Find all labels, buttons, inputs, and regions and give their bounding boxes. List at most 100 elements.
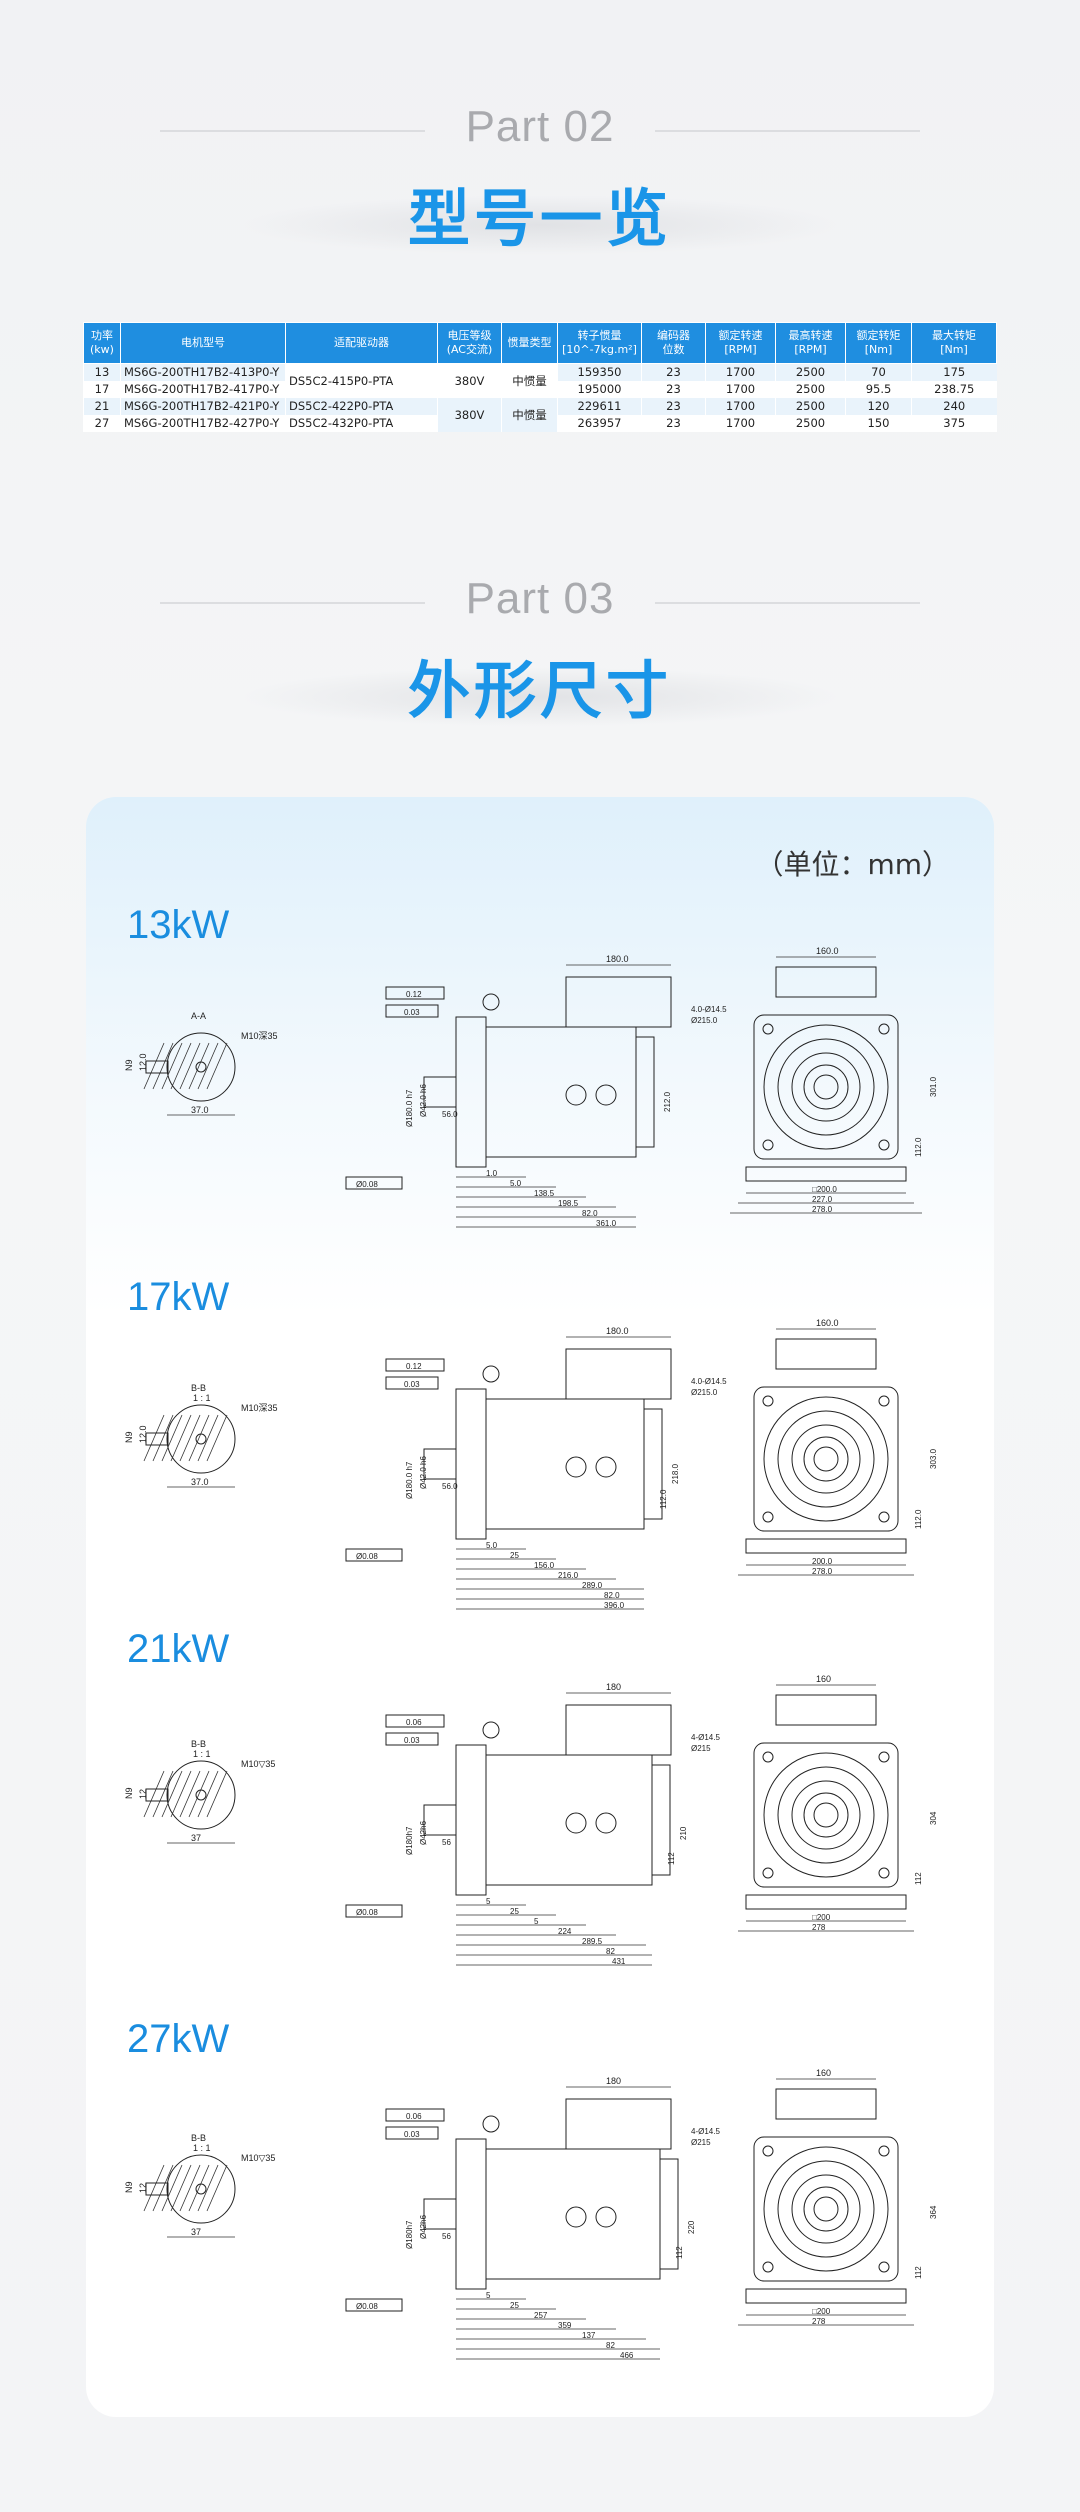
mount-hole xyxy=(878,1867,890,1879)
flange-label: Ø180h7 xyxy=(405,1826,414,1855)
base-width-label: 227.0 xyxy=(812,1195,833,1204)
box-width-label: 180.0 xyxy=(606,1326,629,1336)
key-width-label: 12 xyxy=(138,2183,148,2193)
foot-height-label: 112 xyxy=(914,1872,923,1885)
tolerance-label: 0.03 xyxy=(404,2130,420,2139)
hatch-line xyxy=(161,1042,183,1090)
cell-encoder: 23 xyxy=(641,398,706,415)
flange-square xyxy=(753,1386,899,1532)
mount-hole xyxy=(878,1139,890,1151)
length-label: 156.0 xyxy=(534,1561,555,1570)
model-power-title: 27kW xyxy=(127,2017,230,2061)
flange xyxy=(455,1016,487,1168)
cell-voltage: 380V xyxy=(437,398,502,432)
tolerance-frame xyxy=(385,1376,439,1390)
part3-title: 外形尺寸 xyxy=(407,654,672,727)
length-label: 396.0 xyxy=(604,1601,625,1610)
base-plate xyxy=(745,1166,907,1182)
concentric-ring xyxy=(777,2160,875,2258)
length-label: 5.0 xyxy=(486,1541,498,1550)
tolerance-frame xyxy=(385,2108,445,2122)
flange-square xyxy=(753,1014,899,1160)
length-label: 5 xyxy=(534,1917,539,1926)
base-width-label: □200 xyxy=(812,2307,831,2316)
hatch-line xyxy=(179,1042,201,1090)
flange-label: Ø180h7 xyxy=(405,2220,414,2249)
hatch-line xyxy=(170,2164,192,2212)
th-max-speed: 最高转速[RPM] xyxy=(775,322,846,364)
tolerance-frame xyxy=(385,1714,445,1728)
length-label: 138.5 xyxy=(534,1189,555,1198)
cell-driver: DS5C2-422P0-PTA xyxy=(285,398,438,415)
rear-cover xyxy=(635,1036,655,1148)
terminal-box-front xyxy=(775,1338,877,1370)
flange xyxy=(455,1388,487,1540)
key-label: N9 xyxy=(124,1431,134,1443)
concentric-ring xyxy=(791,1424,861,1494)
base-plate xyxy=(745,2288,907,2304)
model-power-title: 21kW xyxy=(127,1627,230,1671)
connector-circle xyxy=(565,2206,587,2228)
th-rated-speed: 额定转速[RPM] xyxy=(705,322,776,364)
cell-inertia-type: 中惯量 xyxy=(501,363,558,398)
flange xyxy=(455,2138,487,2290)
mount-hole xyxy=(762,1023,774,1035)
hatch-line xyxy=(197,2164,219,2212)
spec-table-header: 功率(kw) 电机型号 适配驱动器 电压等级(AC交流) 惯量类型 转子惯量[1… xyxy=(83,322,997,364)
motor-body xyxy=(485,2148,661,2280)
part3-title-shadow xyxy=(240,667,840,727)
hatch-line xyxy=(179,1770,201,1818)
base-plate xyxy=(745,1894,907,1910)
connector-circle xyxy=(595,1084,617,1106)
cell-rated-speed: 1700 xyxy=(705,415,776,432)
shaft-section-circle xyxy=(166,2154,236,2224)
key-label: N9 xyxy=(124,2181,134,2193)
length-label: 431 xyxy=(612,1957,626,1966)
cell-driver: DS5C2-415P0-PTA xyxy=(285,363,438,398)
hatch-line xyxy=(143,2164,165,2212)
cell-inertia: 195000 xyxy=(557,381,642,398)
length-label: 5 xyxy=(486,2291,491,2300)
concentric-ring xyxy=(791,2174,861,2244)
terminal-box-front xyxy=(775,2088,877,2120)
mount-hole xyxy=(878,1751,890,1763)
spec-table: 功率(kw) 电机型号 适配驱动器 电压等级(AC交流) 惯量类型 转子惯量[1… xyxy=(83,322,997,432)
terminal-box-front xyxy=(775,966,877,998)
box-width-label: 180 xyxy=(606,1682,621,1692)
hatch-line xyxy=(170,1042,192,1090)
output-shaft xyxy=(423,1076,457,1108)
hatch-line xyxy=(197,1414,219,1462)
tolerance-frame xyxy=(345,1548,403,1562)
holes-label: 4-Ø14.5 xyxy=(691,1733,720,1742)
thread-label: M10深35 xyxy=(241,1403,278,1413)
foot-height-label: 112 xyxy=(914,2266,923,2279)
terminal-box-front xyxy=(775,1694,877,1726)
holes-label: 4.0-Ø14.5 xyxy=(691,1377,727,1386)
hatch-line xyxy=(161,1414,183,1462)
section-label: A-A xyxy=(191,1011,206,1021)
cell-rated-torque: 150 xyxy=(845,415,912,432)
hatch-line xyxy=(197,1770,219,1818)
th-voltage: 电压等级(AC交流) xyxy=(437,322,502,364)
height-label: 112.0 xyxy=(659,1489,668,1509)
hatch-line xyxy=(161,2164,183,2212)
hatch-line xyxy=(206,1414,228,1462)
foot-height-label: 112.0 xyxy=(914,1509,923,1529)
model-power-title: 13kW xyxy=(127,903,230,947)
cell-model: MS6G-200TH17B2-427P0-Y xyxy=(120,415,286,432)
top-width-label: 160.0 xyxy=(816,946,839,956)
mount-hole xyxy=(762,1139,774,1151)
motor-body xyxy=(485,1398,645,1530)
length-label: 82 xyxy=(606,2341,615,2350)
shaft-label: Ø42h6 xyxy=(419,2214,428,2239)
part3-line-right xyxy=(655,602,920,604)
front-view: 160.04.0-Ø14.5Ø215.0301.0112.0□200.0227.… xyxy=(691,946,938,1214)
section-scale: 1 : 1 xyxy=(193,1393,211,1403)
motor-body xyxy=(485,1754,653,1886)
cell-encoder: 23 xyxy=(641,381,706,398)
